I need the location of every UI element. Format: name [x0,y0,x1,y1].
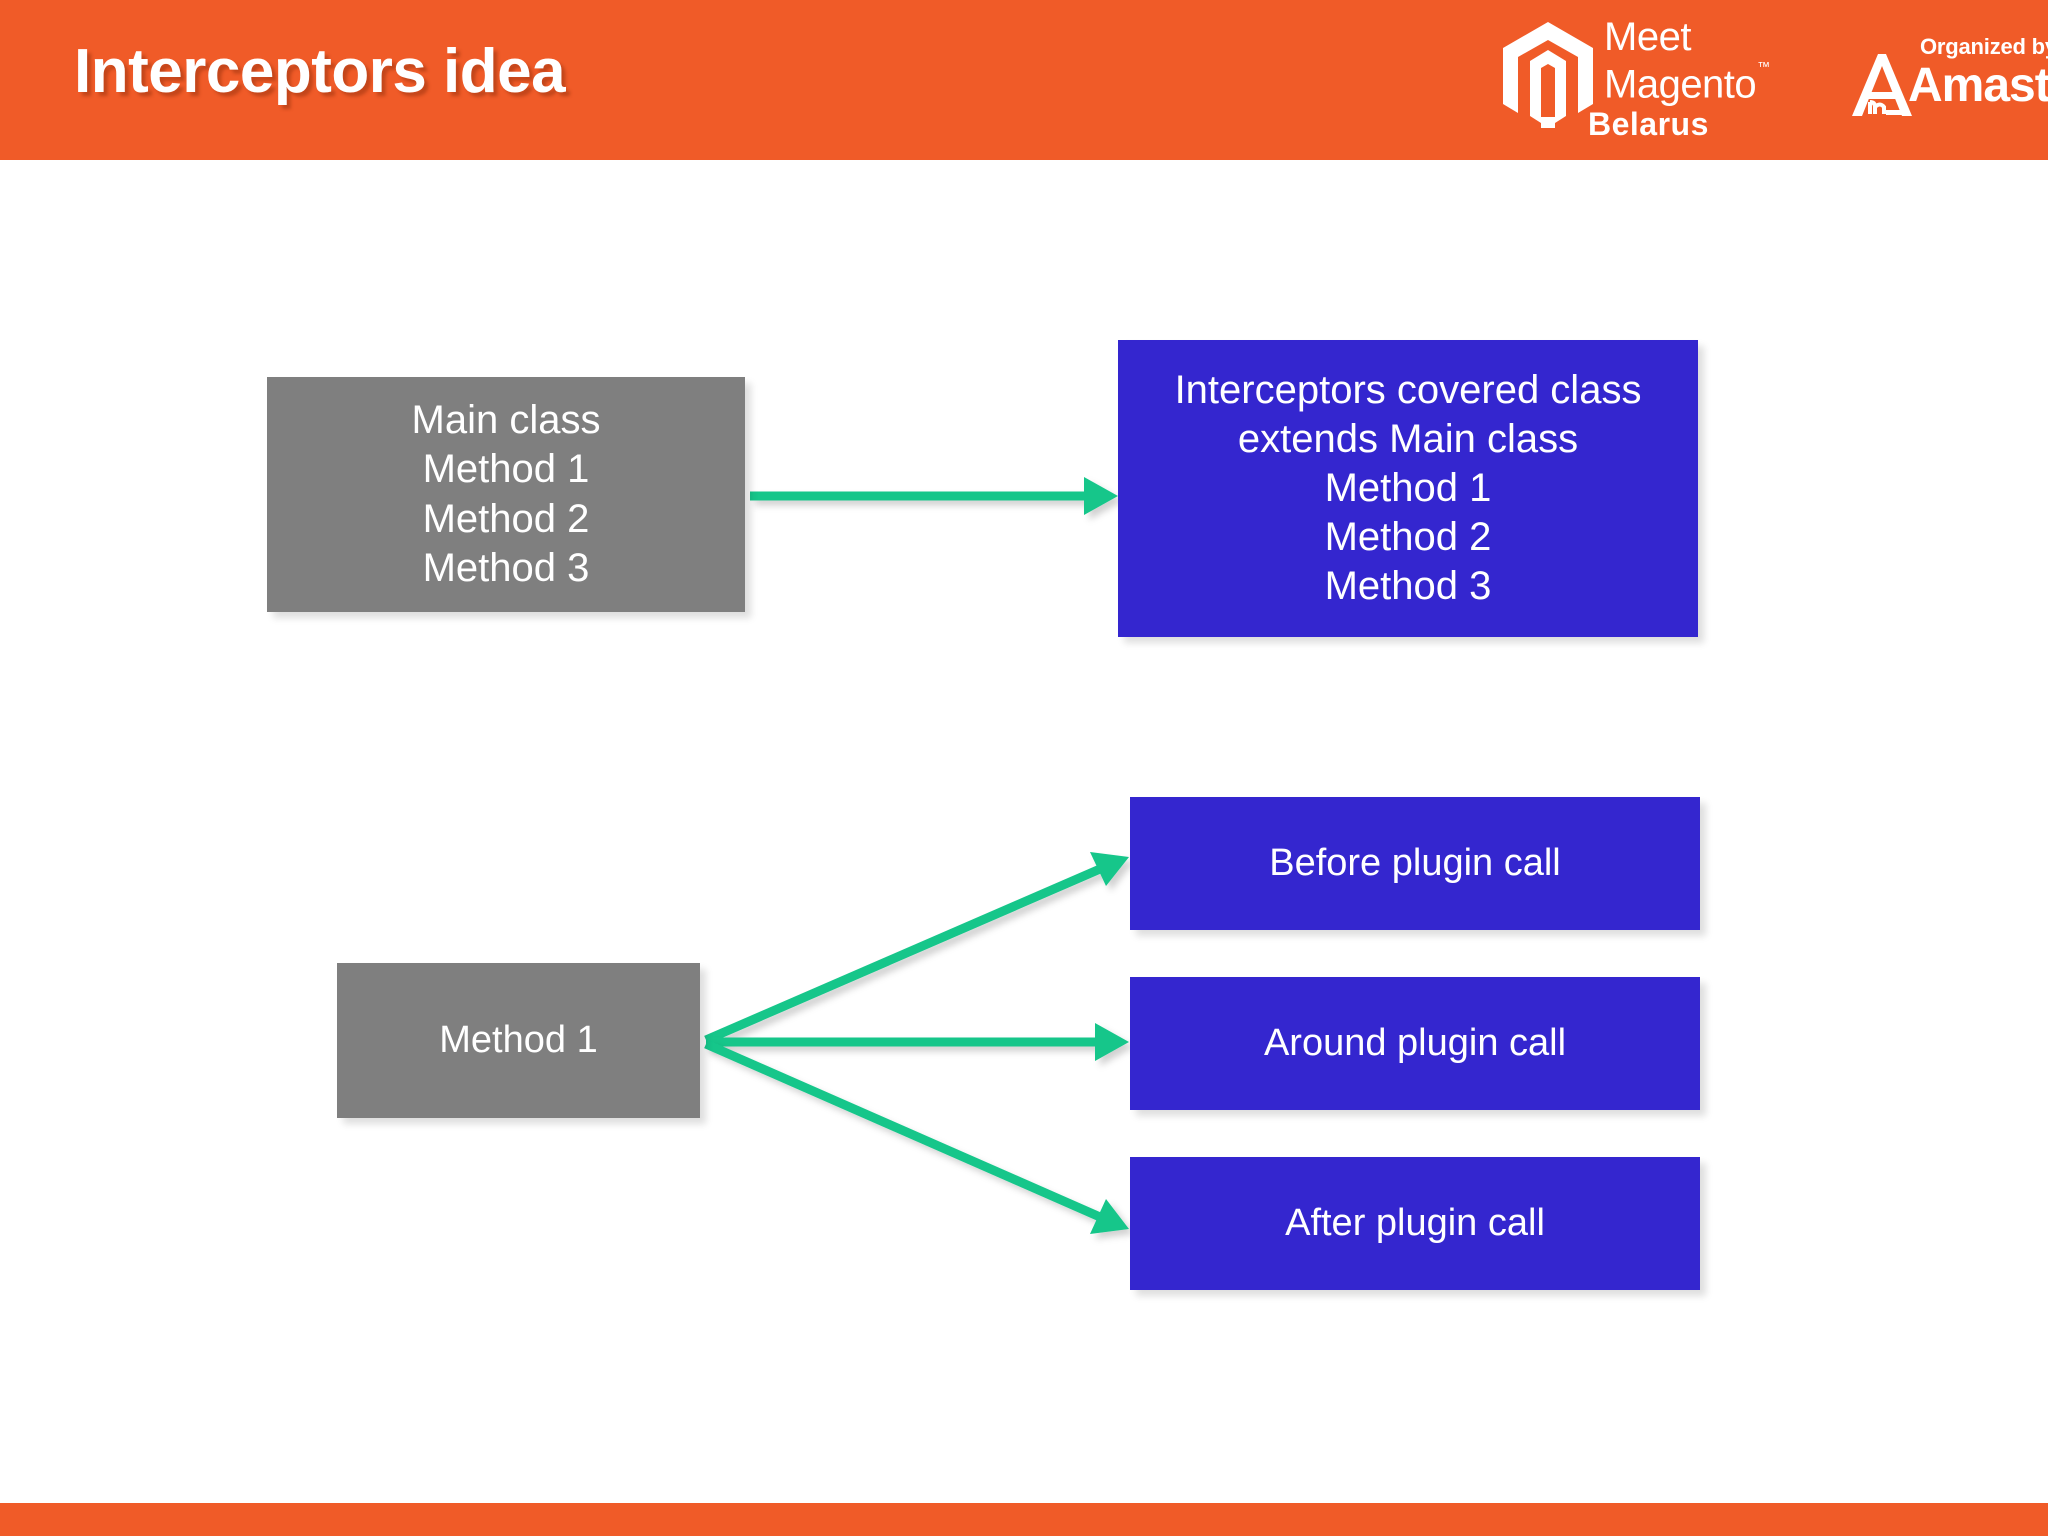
magento-hexagon-icon [1503,22,1593,128]
node-before-plugin-call-label: Before plugin call [1269,842,1561,885]
amasty-prefix: Organized by [1920,34,2048,59]
node-interceptors-covered-class: Interceptors covered class extends Main … [1118,340,1698,637]
node-after-plugin-call: After plugin call [1130,1157,1700,1290]
meet-magento-logo: Meet Magento™ Belarus [1498,10,1770,150]
node-main-class-label: Main class Method 1 Method 2 Method 3 [411,398,601,590]
meet-magento-line1: Meet [1604,15,1691,59]
meet-magento-line2: Magento [1604,62,1757,107]
meet-magento-location: Belarus [1588,106,1709,142]
node-method-1: Method 1 [337,963,700,1118]
header-bar [0,0,2048,160]
node-method-1-label: Method 1 [439,1019,598,1062]
node-interceptors-covered-class-label: Interceptors covered class extends Main … [1174,367,1642,609]
node-around-plugin-call-label: Around plugin call [1263,1022,1567,1065]
meet-magento-wordmark: Meet Magento™ [1604,15,1770,107]
page-title: Interceptors idea [74,37,566,106]
node-main-class: Main class Method 1 Method 2 Method 3 [267,377,745,612]
amasty-a-mark-icon [1852,54,1912,116]
arrow-main-to-interceptor [750,477,1118,515]
arrow-method1-to-before [704,852,1129,1045]
footer-bar [0,1503,2048,1536]
amasty-logo: Organized by Amasty [1848,26,2048,134]
arrow-method1-to-around [706,1023,1129,1061]
node-around-plugin-call: Around plugin call [1130,977,1700,1110]
arrow-method1-to-after [704,1039,1129,1234]
amasty-name: Amasty [1908,59,2048,112]
node-after-plugin-call-label: After plugin call [1285,1202,1545,1245]
node-before-plugin-call: Before plugin call [1130,797,1700,930]
trademark-symbol: ™ [1757,59,1770,74]
